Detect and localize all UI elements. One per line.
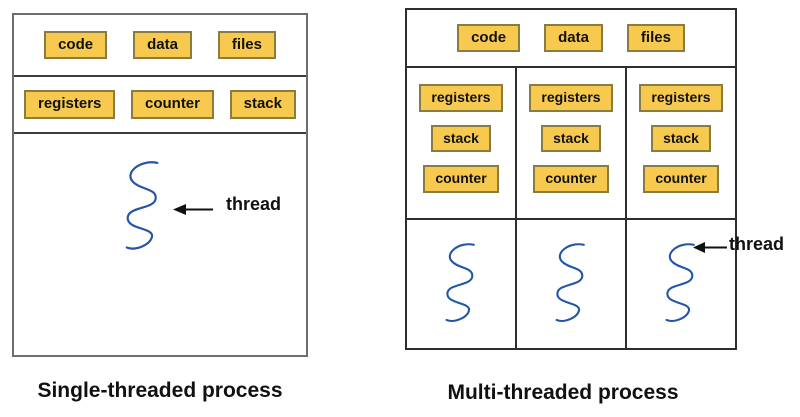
single-threaded-process-box: code data files registers counter stack … [12, 13, 308, 357]
per-thread-state: registers stack counter [407, 68, 515, 220]
thread-squiggle-icon [125, 161, 159, 250]
code-data-files-row: code data files [14, 15, 306, 77]
stack-box: stack [431, 124, 491, 152]
thread-column-3: registers stack counter [627, 68, 735, 348]
counter-box: counter [423, 165, 499, 193]
stack-box: stack [651, 124, 711, 152]
single-threaded-caption: Single-threaded process [37, 379, 283, 402]
registers-box: registers [529, 84, 613, 112]
thread-label: thread [729, 234, 785, 254]
thread-column-1: registers stack counter [407, 68, 517, 348]
thread-area: thread [14, 134, 306, 355]
registers-counter-stack-row: registers counter stack [14, 77, 306, 134]
thread-column-2: registers stack counter [517, 68, 627, 348]
data-box: data [133, 30, 192, 60]
thread-squiggle-icon [445, 243, 475, 322]
thread-squiggle-icon [665, 243, 695, 322]
counter-box: counter [130, 90, 214, 119]
registers-box: registers [639, 84, 723, 112]
multi-threaded-caption: Multi-threaded process [447, 381, 679, 404]
code-data-files-row: code data files [407, 10, 735, 68]
arrow-left-icon [693, 242, 727, 253]
data-box: data [544, 23, 603, 53]
counter-box: counter [643, 165, 719, 193]
code-box: code [457, 23, 521, 53]
stack-box: stack [229, 90, 296, 119]
thread-area [627, 220, 735, 348]
per-thread-state: registers stack counter [627, 68, 735, 220]
files-box: files [217, 30, 276, 60]
counter-box: counter [533, 165, 609, 193]
thread-area [517, 220, 625, 348]
thread-area [407, 220, 515, 348]
stack-box: stack [541, 124, 601, 152]
code-box: code [44, 30, 108, 60]
multi-threaded-process-box: code data files registers stack counter [405, 8, 737, 350]
thread-label: thread [226, 194, 282, 214]
per-thread-state: registers stack counter [517, 68, 625, 220]
registers-box: registers [419, 84, 503, 112]
thread-columns: registers stack counter registers stack … [407, 68, 735, 348]
arrow-left-icon [173, 204, 213, 215]
thread-squiggle-icon [555, 243, 585, 322]
files-box: files [626, 23, 685, 53]
registers-box: registers [24, 90, 116, 119]
